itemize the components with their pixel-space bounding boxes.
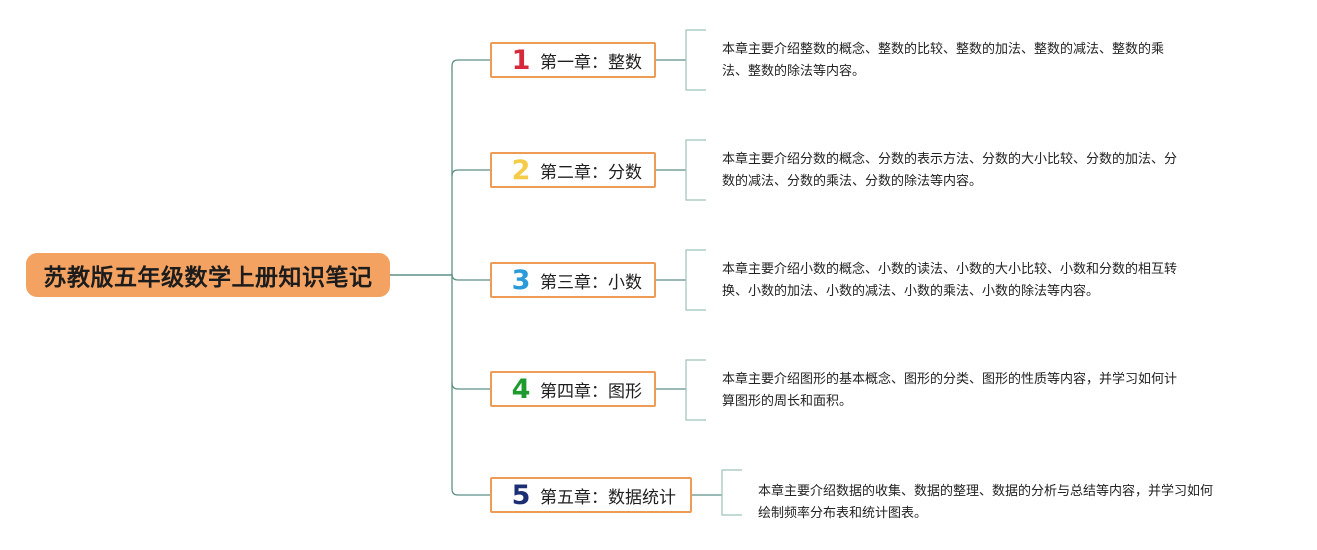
description-line: 绘制频率分布表和统计图表。 [758,506,928,521]
chapter-title-2: 第二章：分数 [540,162,642,183]
branch-connector [451,273,490,281]
branch-connector [451,488,490,496]
description-line: 换、小数的加法、小数的减法、小数的乘法、小数的除法等内容。 [722,284,1100,299]
chapter-node-3[interactable]: 3 第三章：小数 [490,262,656,298]
description-bracket [685,29,706,91]
chapter-number-2: 2 [511,154,531,186]
chapter-number-4: 4 [511,373,531,405]
description-line: 数的减法、分数的乘法、分数的除法等内容。 [722,174,983,189]
chapter-description-2: 本章主要介绍分数的概念、分数的表示方法、分数的大小比较、分数的加法、分 数的减法… [722,149,1177,193]
description-bracket [721,469,742,516]
chapter-number-1: 1 [511,44,531,76]
description-line: 本章主要介绍小数的概念、小数的读法、小数的大小比较、小数和分数的相互转 [722,262,1178,277]
description-bracket [685,249,706,311]
description-line: 本章主要介绍图形的基本概念、图形的分类、图形的性质等内容，并学习如何计 [722,372,1178,387]
chapter-title-4: 第四章：图形 [540,381,642,402]
description-line: 本章主要介绍数据的收集、数据的整理、数据的分析与总结等内容，并学习如何 [758,484,1214,499]
chapter-description-1: 本章主要介绍整数的概念、整数的比较、整数的加法、整数的减法、整数的乘 法、整数的… [722,39,1164,83]
description-line: 法、整数的除法等内容。 [722,64,866,79]
root-topic-label: 苏教版五年级数学上册知识笔记 [43,265,373,291]
chapter-description-4: 本章主要介绍图形的基本概念、图形的分类、图形的性质等内容，并学习如何计 算图形的… [722,369,1177,413]
chapter-node-4[interactable]: 4 第四章：图形 [490,371,656,407]
chapter-node-5[interactable]: 5 第五章：数据统计 [490,477,692,513]
description-line: 本章主要介绍分数的概念、分数的表示方法、分数的大小比较、分数的加法、分 [722,152,1178,167]
description-bracket [685,139,706,201]
chapter-node-2[interactable]: 2 第二章：分数 [490,152,656,188]
branch-connector [451,169,490,177]
description-line: 算图形的周长和面积。 [722,394,853,409]
chapter-title-5: 第五章：数据统计 [540,487,676,508]
chapter-number-5: 5 [511,479,531,511]
branch-connector [451,382,490,390]
chapter-description-5: 本章主要介绍数据的收集、数据的整理、数据的分析与总结等内容，并学习如何 绘制频率… [758,481,1213,525]
description-bracket [685,359,706,421]
chapter-number-3: 3 [511,264,531,296]
chapter-node-1[interactable]: 1 第一章：整数 [490,42,656,78]
branch-connector [451,59,490,67]
description-line: 本章主要介绍整数的概念、整数的比较、整数的加法、整数的减法、整数的乘 [722,42,1165,57]
chapter-title-3: 第三章：小数 [540,272,642,293]
root-topic[interactable]: 苏教版五年级数学上册知识笔记 [26,253,390,297]
chapter-description-3: 本章主要介绍小数的概念、小数的读法、小数的大小比较、小数和分数的相互转 换、小数… [722,259,1177,303]
chapter-title-1: 第一章：整数 [540,52,642,73]
